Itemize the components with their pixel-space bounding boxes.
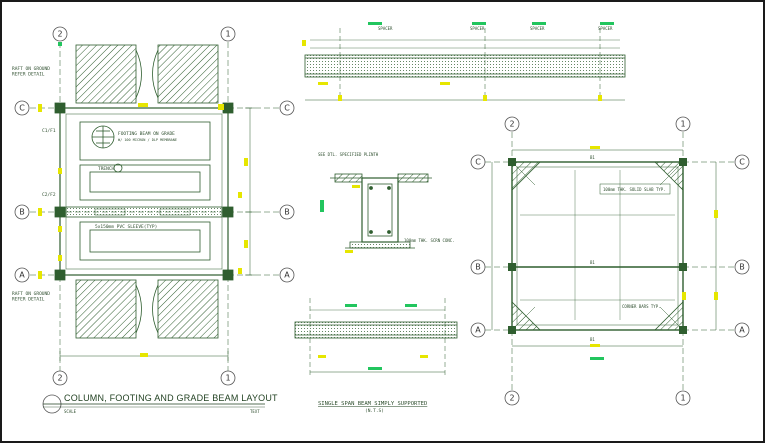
beam-title: SINGLE SPAN BEAM SIMPLY SUPPORTED [318,401,427,407]
beam-label-b1-bottom: B1 [590,337,595,342]
section-detail-marks [320,185,360,253]
rp-grid-left-c: C [475,158,481,167]
slab-note: 100mm THK. SOLID SLAB TYP. [603,187,666,192]
rp-grid-right-c: C [739,158,745,167]
section-labels: SEE DTL. SPECIFIED PLINTH 100mm THK. SCR… [318,152,455,243]
main-title: COLUMN, FOOTING AND GRADE BEAM LAYOUT [64,393,278,403]
grid-label-left-c: C [19,104,25,113]
spacer-label-3: SPACER [530,26,545,31]
scale-label: SCALE [64,409,77,414]
grid-label-bottom-2: 2 [57,374,62,383]
rp-grid-right-a: A [739,326,745,335]
section-label-right: 100mm THK. SCRN CONC. [404,238,455,243]
scale-value: TEXT [250,409,260,414]
footing-callout-sub: W/ 100 MICRON / DLP MEMBRANE [118,138,177,142]
grid-label-left-a: A [19,271,25,280]
grid-label-right-a: A [284,271,290,280]
spacer-label-1: SPACER [378,26,393,31]
beam-elevation-top-marks [302,22,614,101]
grid-label-right-b: B [284,208,290,217]
left-plan [30,42,280,372]
right-plan-notes: B1 B1 B1 100mm THK. SOLID SLAB TYP. CORN… [590,155,666,342]
beam-label-b1-mid: B1 [590,260,595,265]
right-plan [485,132,735,398]
left-plan-yellow-marks [38,103,248,357]
beam-elevation-bottom-marks [318,304,428,370]
grid-label-top-1: 1 [225,30,230,39]
beam-title-sub: (N.T.S) [365,408,384,414]
corner-bars-note: CORNER BARS TYP. [622,304,661,309]
footing-callout: FOOTING BEAM ON GRADE [118,131,175,137]
beam-elevation-top-labels: SPACER SPACER SPACER SPACER [378,26,613,31]
rp-grid-top-1: 1 [680,120,685,129]
raft-footing-bottom-left [75,279,137,339]
rp-grid-right-b: B [739,263,745,272]
left-plan-green-marks [58,42,62,46]
left-plan-grid-bubbles [14,26,295,386]
spacer-label-2: SPACER [470,26,485,31]
right-plan-grid-bubbles [470,116,750,406]
grid-label-right-c: C [284,104,290,113]
section-detail [330,173,432,249]
rp-grid-top-2: 2 [509,120,514,129]
grid-label-bottom-1: 1 [225,374,230,383]
section-label-top: SEE DTL. SPECIFIED PLINTH [318,152,379,157]
pvc-label: 5x150mm PVC SLEEVE(TYP) [95,224,157,230]
left-plan-grid-labels: 2 1 2 1 C B A C B A [19,30,290,383]
trench-label: TRENCH [98,166,115,172]
grid-label-left-b: B [19,208,25,217]
beam-elevation-top [304,28,626,101]
spacer-label-4: SPACER [598,26,613,31]
beam-label-b1-top: B1 [590,155,595,160]
rp-grid-bottom-1: 1 [680,394,685,403]
rp-grid-bottom-2: 2 [509,394,514,403]
column-label-c1: C1/F1 [42,128,56,134]
beam-elevation-bottom [294,298,458,375]
rp-grid-left-a: A [475,326,481,335]
title-block-main: COLUMN, FOOTING AND GRADE BEAM LAYOUT SC… [42,393,278,414]
right-plan-grid-labels: 2 1 2 1 C B A C B A [475,120,745,403]
right-plan-marks [508,146,718,360]
title-block-beam: SINGLE SPAN BEAM SIMPLY SUPPORTED (N.T.S… [318,401,427,414]
grid-label-top-2: 2 [57,30,62,39]
rp-grid-left-b: B [475,263,481,272]
raft-footing-top-left [75,44,137,104]
column-label-c2: C2/F2 [42,192,56,198]
